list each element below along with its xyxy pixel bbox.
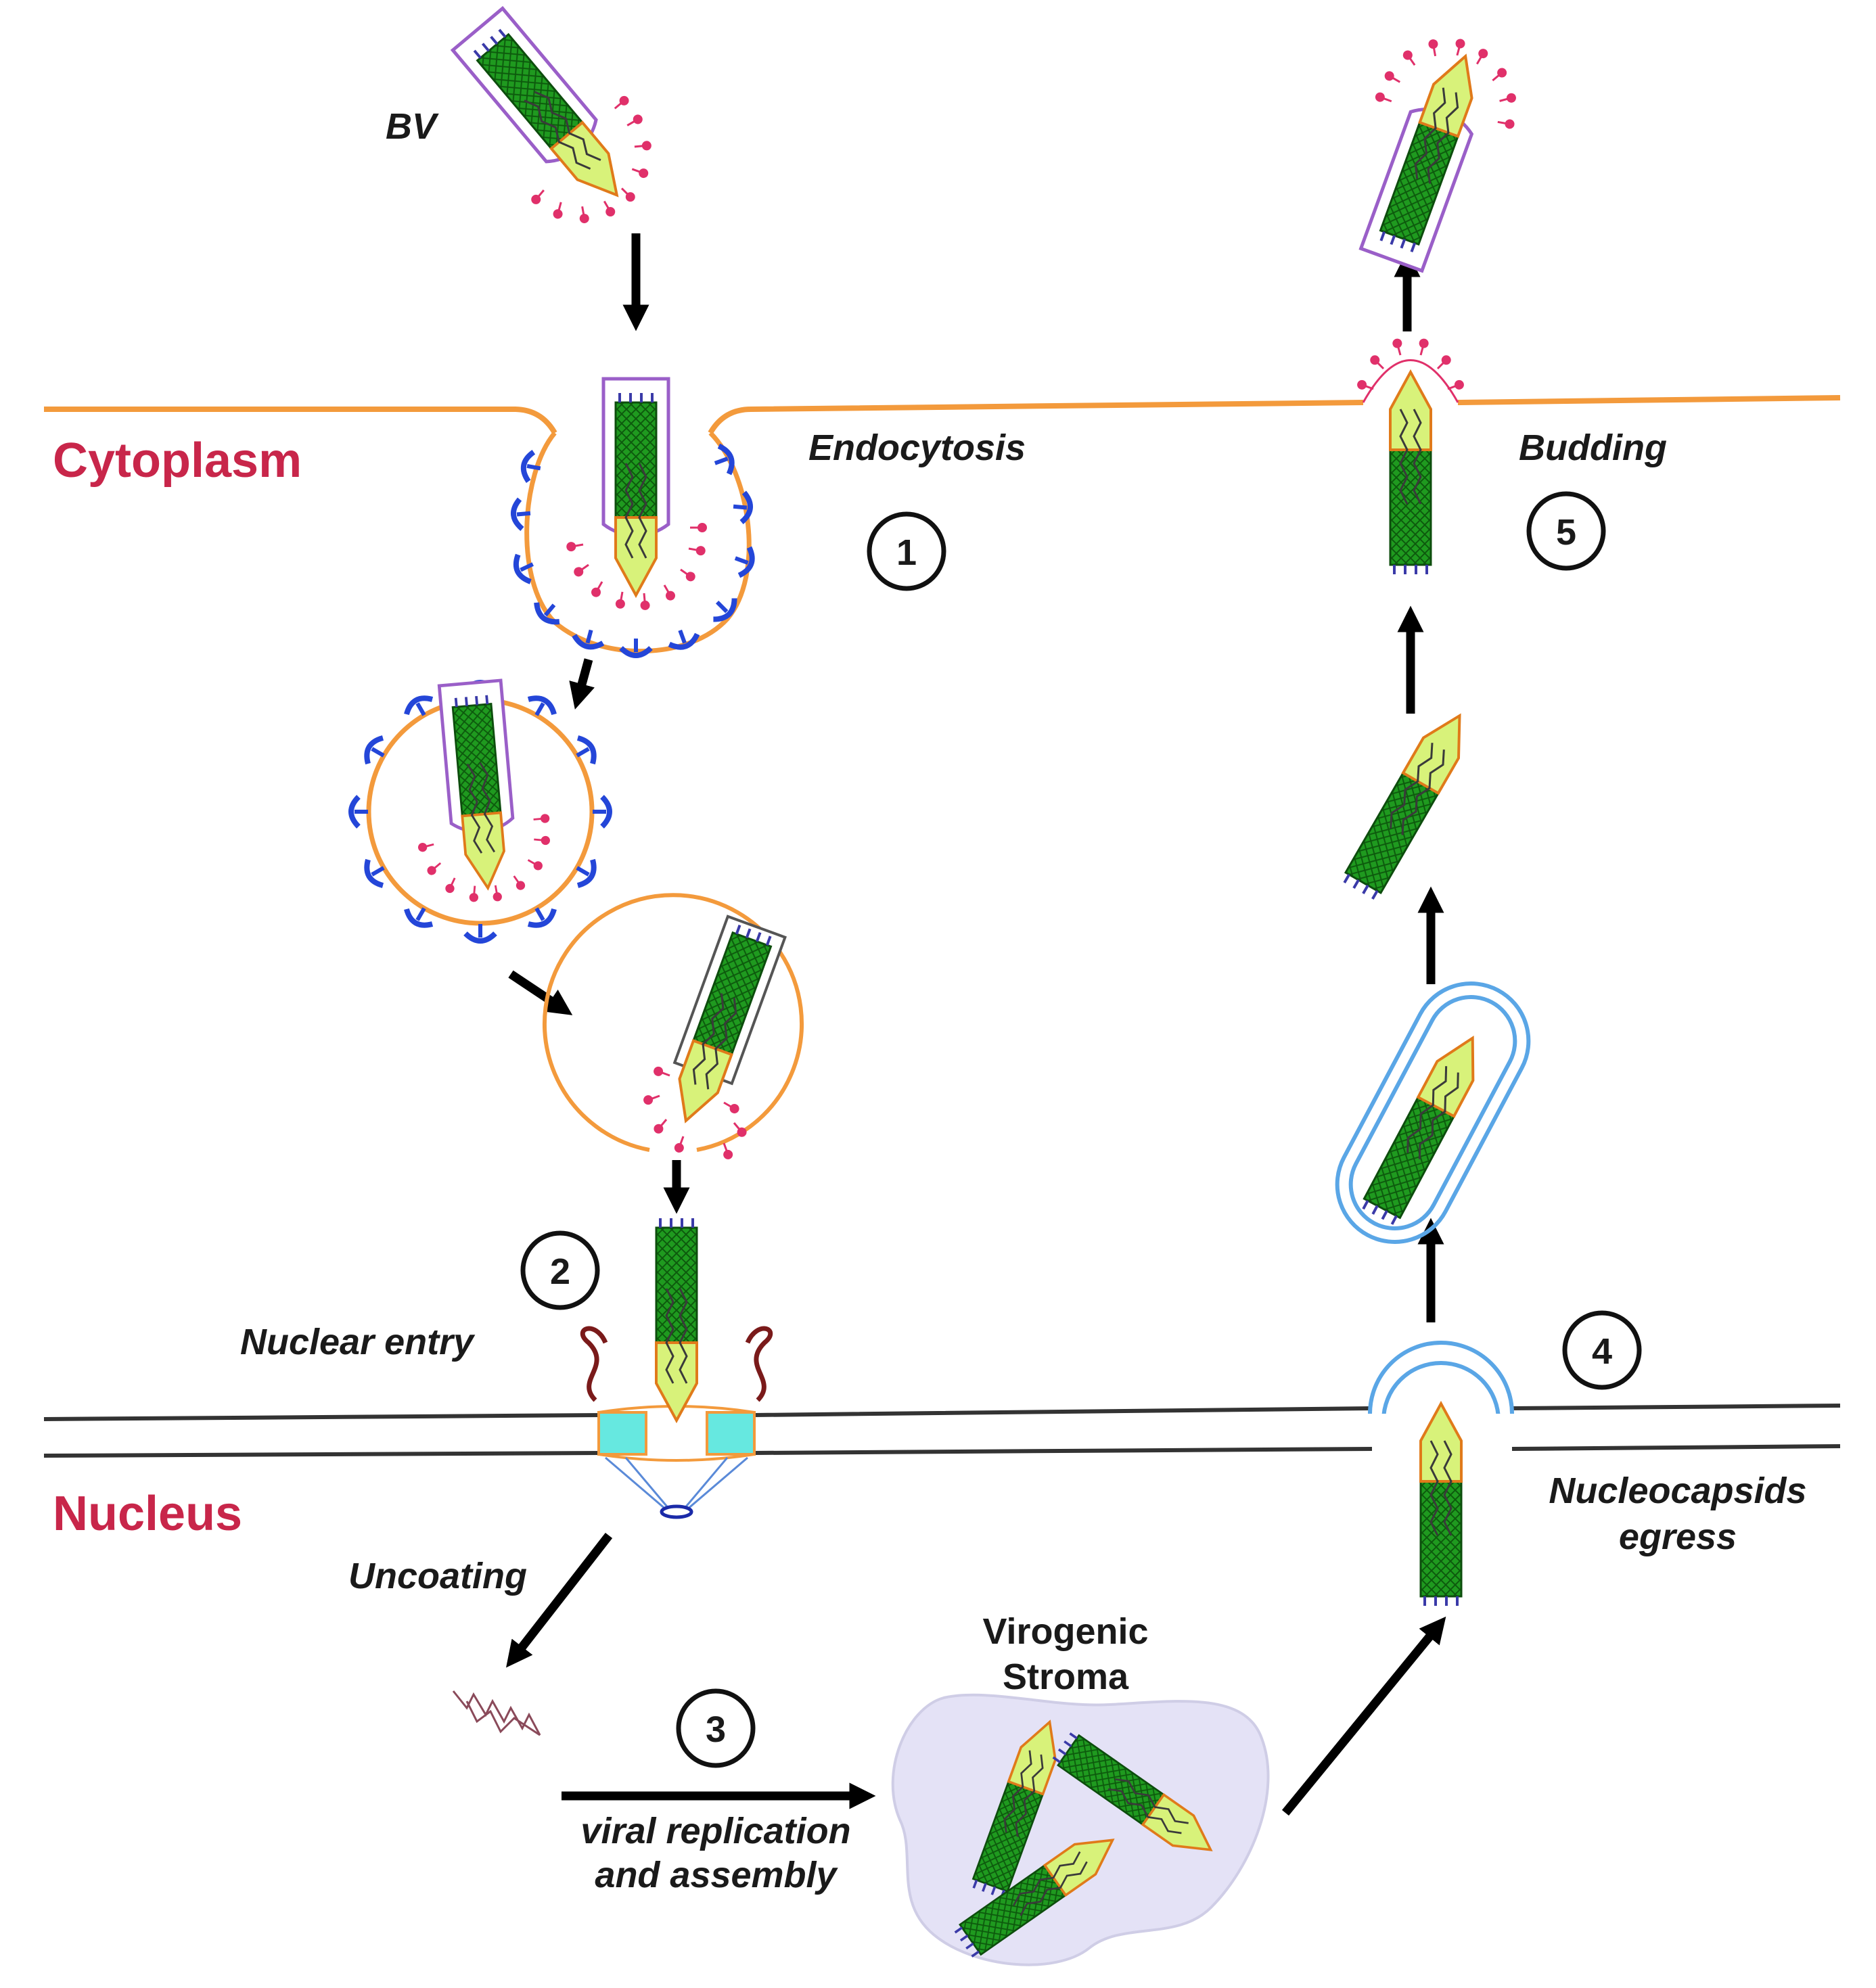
arrow-uncoating — [506, 1533, 613, 1668]
step-1-badge: 1 — [867, 511, 946, 591]
step-3-badge: 3 — [676, 1688, 756, 1768]
nuclear-entry-label: Nuclear entry — [240, 1322, 476, 1362]
step-4-number: 4 — [1592, 1331, 1612, 1372]
budding-label: Budding — [1519, 427, 1667, 468]
step-5-number: 5 — [1556, 512, 1576, 553]
step-4-badge: 4 — [1562, 1310, 1642, 1390]
egress-site — [1368, 1341, 1514, 1606]
plasma-membrane — [44, 395, 1841, 435]
stroma-label-line1: Virogenic — [982, 1611, 1148, 1652]
budded-virion — [424, 0, 681, 252]
coated-vesicle — [351, 677, 610, 941]
step-3-number: 3 — [706, 1709, 726, 1750]
uncoating-label: Uncoating — [348, 1556, 527, 1596]
step-1-number: 1 — [896, 532, 917, 573]
progeny-budded-virion — [1325, 18, 1536, 283]
budding-site — [1354, 336, 1467, 574]
endocytosis-label: Endocytosis — [808, 427, 1026, 468]
bv-label: BV — [386, 106, 439, 147]
arrow-stroma-to-egress — [1281, 1616, 1446, 1816]
virogenic-stroma — [891, 1693, 1270, 1966]
step-2-badge: 2 — [520, 1230, 600, 1310]
endosome — [543, 893, 804, 1162]
stroma-label-line2: Stroma — [1003, 1657, 1129, 1697]
nuclear-pore — [580, 1326, 773, 1519]
egress-label-line2: egress — [1619, 1517, 1737, 1557]
endocytic-pit — [511, 379, 756, 655]
nuclear-envelope — [43, 1404, 1841, 1458]
arrow-pit-to-vesicle — [569, 658, 595, 710]
egress-label-line1: Nucleocapsids — [1549, 1471, 1806, 1511]
docking-nucleocapsid — [655, 1217, 698, 1422]
viral-dna — [452, 1690, 541, 1736]
replication-label-line2: and assembly — [595, 1855, 838, 1895]
replication-label-line1: viral replication — [580, 1811, 850, 1851]
nucleus-label: Nucleus — [53, 1487, 242, 1541]
step-2-number: 2 — [550, 1251, 570, 1292]
cytoplasm-label: Cytoplasm — [53, 434, 302, 488]
step-5-badge: 5 — [1526, 491, 1606, 571]
free-nucleocapsid — [1341, 706, 1477, 901]
arrow-vesicle-to-endosome — [508, 970, 573, 1015]
cytoplasmic-transport-vesicle — [1335, 981, 1531, 1244]
